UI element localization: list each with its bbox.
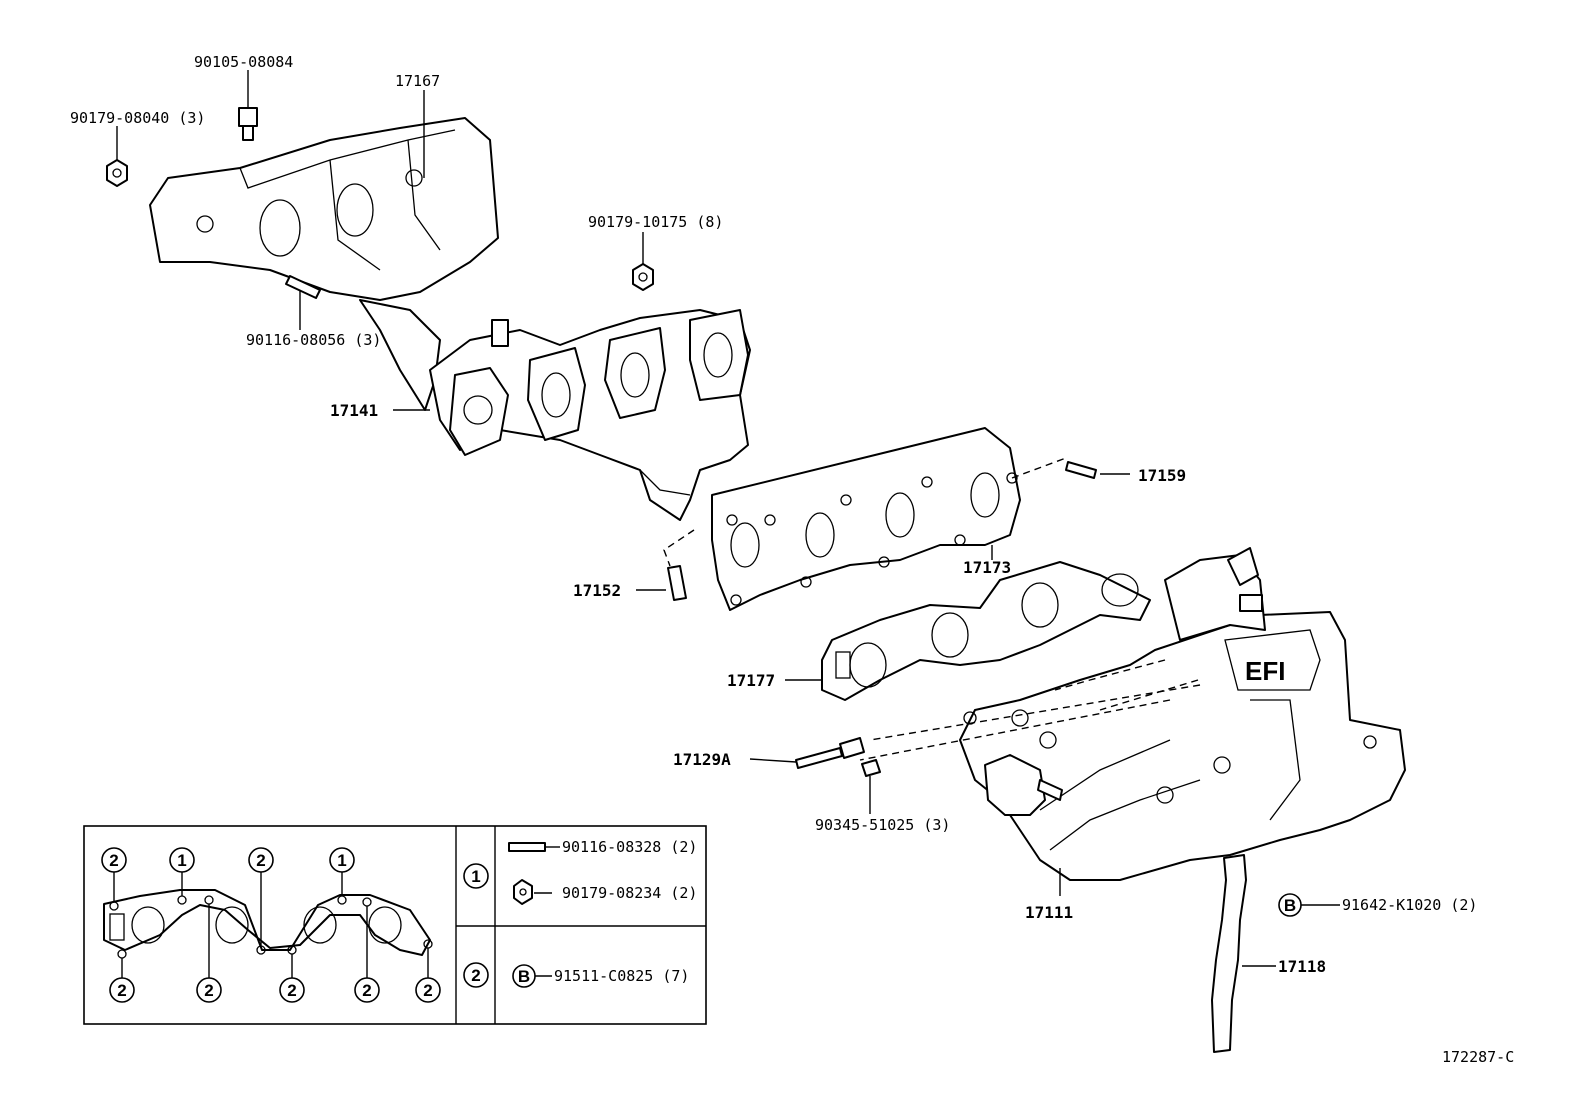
stay-17118 [1211, 854, 1276, 1053]
gasket-17173 [711, 427, 1021, 611]
nut-90179-10175 [632, 232, 654, 291]
stud-90345-51025 [861, 759, 881, 814]
label-17152: 17152 [573, 581, 621, 600]
intake-manifold-17111: EFI [859, 547, 1406, 896]
detail-gasket [103, 871, 433, 978]
stud-17159 [1011, 457, 1130, 479]
callout-2: 2 [248, 847, 274, 873]
callout-2: 2 [279, 977, 305, 1003]
label-17173: 17173 [963, 558, 1011, 577]
detail-box: 2 1 2 1 2 2 2 2 2 1 2 90116-08328 (2) 90… [83, 825, 707, 1025]
svg-text:2: 2 [204, 981, 213, 1000]
exhaust-manifold-17141 [429, 309, 751, 521]
svg-text:2: 2 [423, 981, 432, 1000]
label-17129a: 17129A [673, 750, 731, 769]
callout-2: 2 [354, 977, 380, 1003]
label-17167: 17167 [395, 72, 440, 90]
heat-insulator-17167 [149, 117, 499, 411]
svg-text:2: 2 [287, 981, 296, 1000]
svg-text:2: 2 [471, 966, 480, 985]
svg-text:2: 2 [117, 981, 126, 1000]
label-90116-08056: 90116-08056 (3) [246, 331, 381, 349]
label-90179-08040: 90179-08040 (3) [70, 109, 205, 127]
label-90345-51025: 90345-51025 (3) [815, 816, 950, 834]
label-17159: 17159 [1138, 466, 1186, 485]
label-17177: 17177 [727, 671, 775, 690]
legend-nut-icon [513, 879, 552, 905]
callout-1: 1 [329, 847, 355, 873]
legend-90116-08328: 90116-08328 (2) [562, 838, 697, 856]
label-17118: 17118 [1278, 957, 1326, 976]
svg-text:1: 1 [471, 867, 480, 886]
callout-2: 2 [415, 977, 441, 1003]
callout-b-91642: B [1278, 893, 1340, 917]
svg-text:2: 2 [109, 851, 118, 870]
legend-callout-1: 1 [463, 863, 489, 889]
svg-text:1: 1 [177, 851, 186, 870]
label-90179-10175: 90179-10175 (8) [588, 213, 723, 231]
svg-text:B: B [518, 967, 530, 986]
svg-text:2: 2 [362, 981, 371, 1000]
callout-2: 2 [196, 977, 222, 1003]
stud-17152 [636, 529, 695, 601]
diagram-code: 172287-C [1442, 1048, 1514, 1066]
callout-2: 2 [101, 847, 127, 873]
bolt-90105-08084 [238, 70, 258, 141]
label-17111: 17111 [1025, 903, 1073, 922]
legend-stud-icon [508, 842, 560, 852]
label-91642-k1020: 91642-K1020 (2) [1342, 896, 1477, 914]
nut-90179-08040 [106, 126, 128, 187]
callout-1: 1 [169, 847, 195, 873]
legend-b-callout: B [512, 964, 552, 988]
efi-emblem: EFI [1245, 656, 1285, 686]
bolt-17129a [749, 737, 865, 769]
legend-90179-08234: 90179-08234 (2) [562, 884, 697, 902]
callout-2: 2 [109, 977, 135, 1003]
stud-90116-08056 [285, 275, 321, 330]
svg-text:2: 2 [256, 851, 265, 870]
legend-91511-c0825: 91511-C0825 (7) [554, 967, 689, 985]
svg-text:1: 1 [337, 851, 346, 870]
svg-text:B: B [1284, 896, 1296, 915]
label-17141: 17141 [330, 401, 378, 420]
legend-callout-2: 2 [463, 962, 489, 988]
label-90105-08084: 90105-08084 [194, 53, 293, 71]
gasket-17177 [785, 561, 1151, 701]
